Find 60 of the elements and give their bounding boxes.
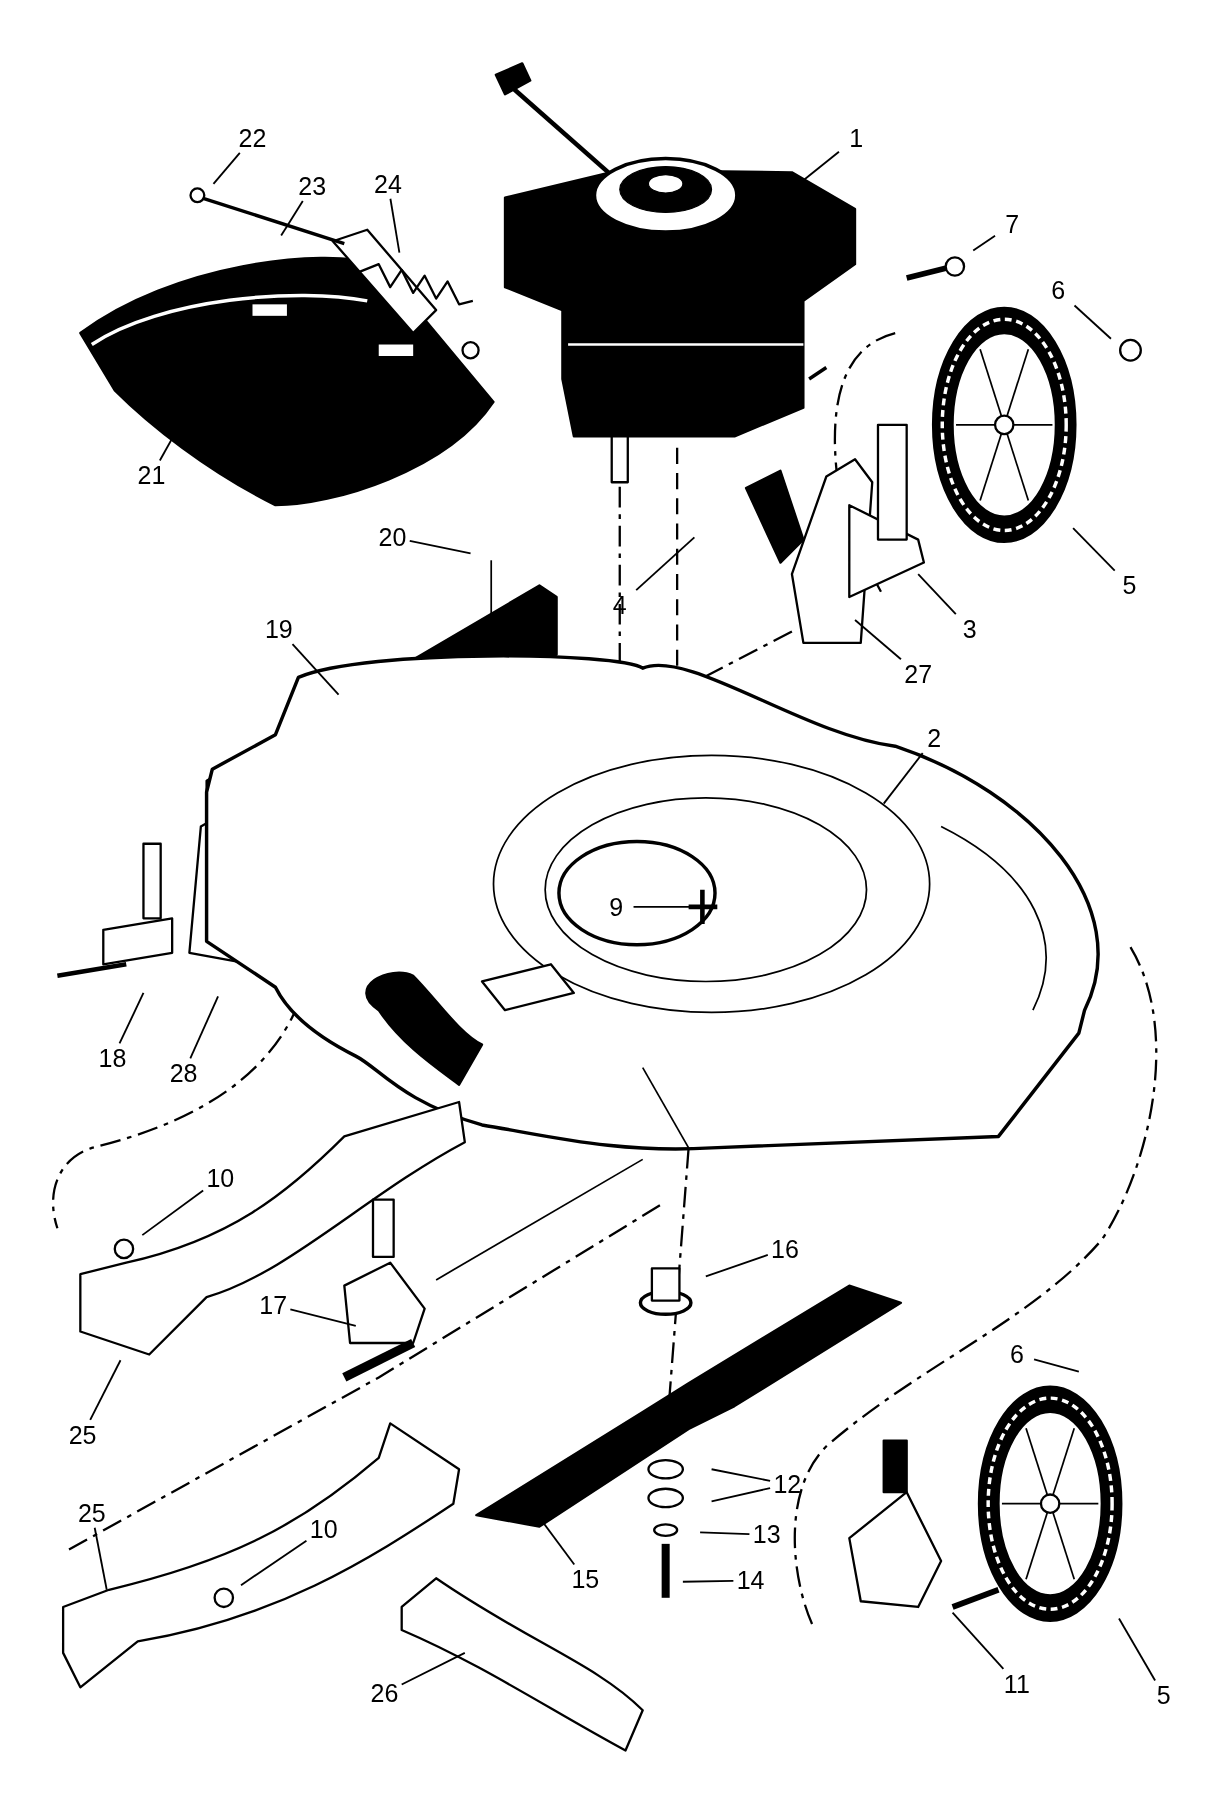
- leader-line: [141, 1189, 205, 1237]
- leader-line: [1033, 1358, 1080, 1373]
- leader-line: [291, 643, 340, 696]
- callout-number: 22: [237, 123, 268, 152]
- leader-line: [212, 151, 241, 185]
- leader-line: [710, 1468, 771, 1482]
- leader-line: [289, 1308, 357, 1327]
- leader-line: [710, 1487, 771, 1503]
- callout-number: 6: [1050, 276, 1067, 305]
- leader-line: [408, 539, 472, 555]
- callout-number: 3: [961, 614, 978, 643]
- leader-line: [189, 995, 219, 1060]
- leader-line: [972, 234, 996, 252]
- callout-number: 9: [608, 892, 625, 921]
- leader-line: [89, 1359, 122, 1421]
- leader-line: [681, 1579, 735, 1583]
- callout-number: 28: [168, 1059, 199, 1088]
- callout-number: 16: [770, 1234, 800, 1263]
- leader-line: [1118, 1617, 1156, 1682]
- leader-line: [704, 1253, 769, 1278]
- callout-number: 18: [97, 1044, 128, 1073]
- callout-number: 13: [751, 1520, 782, 1549]
- callout-number: 17: [258, 1290, 289, 1319]
- callout-number: 2: [926, 723, 943, 752]
- callout-number: 12: [772, 1469, 803, 1498]
- callout-number: 1: [848, 123, 865, 152]
- callout-number: 6: [1008, 1340, 1025, 1369]
- leader-line: [400, 1651, 466, 1686]
- leader-line: [854, 619, 902, 661]
- leader-line: [632, 905, 696, 908]
- callout-number: 24: [373, 169, 403, 198]
- callout-number: 26: [369, 1678, 400, 1707]
- callout-number: 10: [308, 1514, 339, 1543]
- callout-number: 5: [1121, 571, 1138, 600]
- callout-number: 11: [1002, 1669, 1031, 1698]
- callout-number: 20: [377, 523, 408, 552]
- callout-number: 25: [76, 1498, 107, 1527]
- leader-line: [118, 992, 145, 1045]
- leader-line: [951, 1611, 1005, 1670]
- callout-number: 21: [136, 461, 167, 490]
- callout-number: 25: [67, 1420, 98, 1449]
- leader-line: [699, 1531, 751, 1535]
- callout-number: 19: [263, 614, 294, 643]
- leader-line: [1072, 527, 1116, 572]
- leader-line: [1073, 304, 1112, 340]
- callout-number: 7: [1004, 209, 1021, 238]
- leader-line: [882, 752, 924, 805]
- callout-number: 10: [205, 1163, 236, 1192]
- leader-line: [93, 1526, 108, 1591]
- leader-line: [240, 1539, 308, 1587]
- leader-line: [635, 536, 696, 592]
- callout-number: 14: [735, 1566, 766, 1595]
- callout-number: 5: [1155, 1681, 1172, 1710]
- leader-line: [389, 197, 401, 254]
- callout-number: 4: [611, 590, 628, 619]
- callout-number: 15: [570, 1565, 601, 1594]
- callout-number: 23: [297, 171, 328, 200]
- leader-line: [280, 200, 304, 237]
- leader-line: [917, 573, 957, 616]
- callout-number: 27: [903, 659, 934, 688]
